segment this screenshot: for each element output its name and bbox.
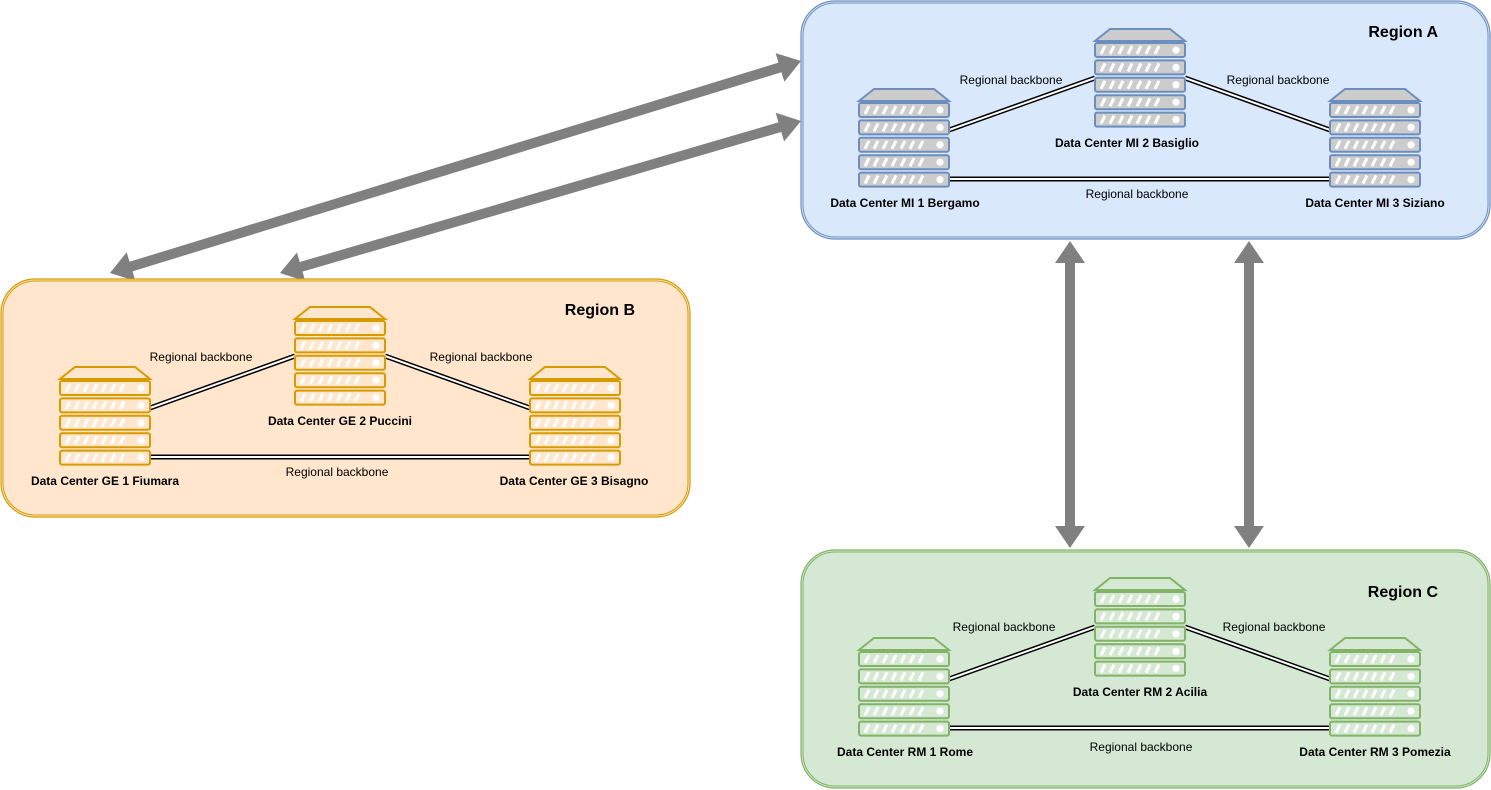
datacenter-label: Data Center MI 2 Basiglio (1055, 136, 1199, 150)
backbone-link (948, 75, 1096, 133)
datacenter-node: Data Center GE 2 Puccini (268, 306, 412, 428)
backbone-label: Regional backbone (953, 620, 1056, 634)
backbone-link (948, 624, 1096, 682)
datacenter-label: Data Center RM 2 Acilia (1073, 685, 1208, 699)
backbone-label: Regional backbone (1090, 740, 1193, 754)
backbone-link (1184, 624, 1331, 682)
backbone-link (1184, 75, 1331, 133)
server-rack-icon (292, 306, 388, 406)
server-rack-icon (856, 637, 952, 737)
backbone-label: Regional backbone (1223, 620, 1326, 634)
arrow-A-C-2 (1055, 241, 1085, 548)
arrow-A-B-1 (280, 112, 801, 282)
region-title: Region B (565, 302, 635, 319)
datacenter-label: Data Center MI 3 Siziano (1305, 196, 1444, 210)
backbone-label: Regional backbone (960, 73, 1063, 87)
datacenter-label: Data Center RM 3 Pomezia (1299, 745, 1451, 759)
region-title: Region A (1368, 24, 1438, 41)
server-rack-icon (856, 88, 952, 188)
backbone-link (384, 353, 531, 411)
inter-region-links (110, 53, 1264, 548)
server-rack-icon (1092, 577, 1188, 677)
datacenter-node: Data Center RM 2 Acilia (1073, 577, 1208, 699)
server-rack-icon (1092, 28, 1188, 128)
backbone-label: Regional backbone (430, 350, 533, 364)
backbone-link (149, 353, 296, 411)
server-rack-icon (1327, 88, 1423, 188)
backbone-label: Regional backbone (1086, 187, 1189, 201)
datacenter-node: Data Center RM 3 Pomezia (1299, 637, 1451, 759)
arrow-A-B-0 (110, 53, 801, 281)
datacenter-node: Data Center GE 1 Fiumara (31, 366, 179, 488)
backbone-label: Regional backbone (1227, 73, 1330, 87)
backbone-label: Regional backbone (286, 465, 389, 479)
region-title: Region C (1368, 584, 1439, 601)
datacenter-label: Data Center GE 3 Bisagno (500, 474, 649, 488)
server-rack-icon (527, 366, 623, 466)
datacenter-node: Data Center MI 2 Basiglio (1055, 28, 1199, 150)
datacenter-label: Data Center MI 1 Bergamo (830, 196, 979, 210)
arrow-A-C-3 (1234, 241, 1264, 548)
datacenter-label: Data Center GE 2 Puccini (268, 414, 412, 428)
datacenter-node: Data Center GE 3 Bisagno (500, 366, 649, 488)
backbone-label: Regional backbone (150, 350, 253, 364)
datacenter-label: Data Center GE 1 Fiumara (31, 474, 179, 488)
datacenter-node: Data Center MI 3 Siziano (1305, 88, 1445, 210)
datacenter-node: Data Center MI 1 Bergamo (830, 88, 980, 210)
server-rack-icon (1327, 637, 1423, 737)
datacenter-label: Data Center RM 1 Rome (837, 745, 973, 759)
server-rack-icon (57, 366, 153, 466)
datacenter-node: Data Center RM 1 Rome (837, 637, 973, 759)
